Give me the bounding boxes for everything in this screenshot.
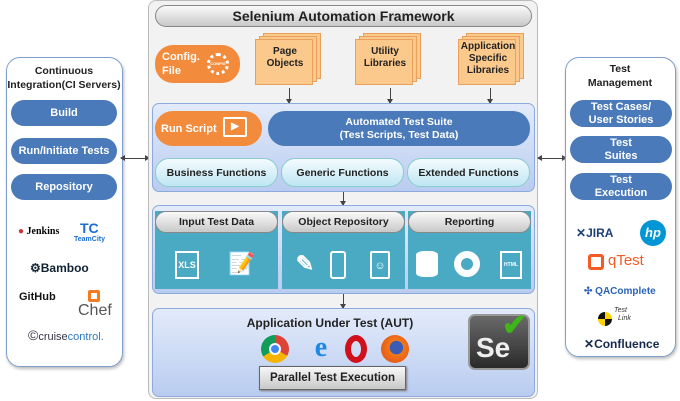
- extended-functions[interactable]: Extended Functions: [407, 158, 530, 187]
- build-button[interactable]: Build: [11, 100, 117, 126]
- jenkins-logo: ● Jenkins: [18, 226, 60, 237]
- aut-title: Application Under Test (AUT): [246, 316, 414, 330]
- control-text: control.: [67, 331, 104, 343]
- cruise-text: cruise: [38, 331, 68, 343]
- address-book-icon: ☺: [370, 251, 390, 279]
- automated-test-suite[interactable]: Automated Test Suite(Test Scripts, Test …: [268, 111, 530, 146]
- test-cases-button[interactable]: Test Cases/User Stories: [570, 100, 672, 127]
- chrome-icon: [261, 335, 289, 363]
- html-file-icon: HTML: [500, 251, 522, 279]
- testlink-icon: [598, 312, 612, 326]
- ci-title-line2: Integration(CI Servers): [7, 79, 121, 91]
- pie-chart-icon: [454, 251, 480, 277]
- database-icon: [416, 251, 438, 277]
- qacomplete-text: QAComplete: [595, 286, 656, 297]
- arrow-down: [487, 88, 493, 104]
- tm-title-line2: Management: [587, 77, 653, 89]
- reporting-section: Reporting HTML: [408, 211, 531, 289]
- teamcity-mark: TC: [80, 220, 99, 236]
- chef-text: Chef: [78, 302, 112, 319]
- tm-title-line1: Test: [609, 63, 631, 75]
- github-logo: GitHub: [19, 291, 56, 303]
- qacomplete-logo: ✣ QAComplete: [584, 286, 656, 297]
- arrow-down: [286, 88, 292, 104]
- jira-logo: ✕JIRA: [576, 226, 614, 240]
- check-icon: ✔: [502, 309, 528, 342]
- object-repository-title: Object Repository: [282, 211, 405, 233]
- bamboo-logo: ⚙Bamboo: [30, 261, 89, 275]
- generic-functions[interactable]: Generic Functions: [281, 158, 404, 187]
- run-tests-button[interactable]: Run/Initiate Tests: [11, 138, 117, 164]
- config-gear-icon: CONFIG: [207, 53, 229, 75]
- run-script-button[interactable]: Run Script ▶: [155, 111, 262, 146]
- config-file[interactable]: Config. File CONFIG: [155, 45, 240, 83]
- qtest-icon: [588, 254, 604, 270]
- internet-explorer-icon: e: [314, 332, 328, 363]
- config-line2: File: [162, 65, 181, 77]
- repository-button[interactable]: Repository: [11, 174, 117, 200]
- arrow-down: [387, 88, 393, 104]
- config-gear-text: CONFIG: [210, 61, 226, 66]
- suite-line2: (Test Scripts, Test Data): [339, 128, 459, 141]
- hp-logo: hp: [640, 220, 666, 246]
- mobile-icon: [330, 251, 346, 279]
- object-repository-section: Object Repository ✎ ☺: [282, 211, 405, 289]
- jenkins-text: Jenkins: [26, 226, 60, 237]
- document-edit-icon: 📝: [228, 251, 256, 276]
- framework-title: Selenium Automation Framework: [155, 5, 532, 27]
- form-edit-icon: ✎: [295, 251, 315, 276]
- input-test-data-title: Input Test Data: [155, 211, 278, 233]
- reporting-title: Reporting: [408, 211, 531, 233]
- input-test-data-section: Input Test Data XLS 📝: [155, 211, 278, 289]
- opera-icon: [345, 335, 367, 363]
- config-line1: Config.: [162, 51, 200, 63]
- video-play-icon: ▶: [223, 117, 247, 137]
- arrow-down: [340, 294, 346, 309]
- business-functions[interactable]: Business Functions: [155, 158, 278, 187]
- tm-connector-arrow: [537, 155, 567, 161]
- selenium-logo: Se ✔: [468, 309, 530, 370]
- teamcity-text: TeamCity: [74, 236, 105, 243]
- selenium-logo-text: Se: [476, 332, 511, 363]
- parallel-test-execution-button[interactable]: Parallel Test Execution: [259, 366, 406, 390]
- confluence-logo: ✕Confluence: [584, 337, 660, 351]
- ci-connector-arrow: [120, 155, 150, 161]
- ci-title-line1: Continuous: [34, 65, 94, 77]
- suite-line1: Automated Test Suite: [345, 115, 453, 128]
- xls-file-icon: XLS: [175, 251, 199, 279]
- confluence-text: Confluence: [594, 337, 660, 351]
- jira-text: JIRA: [586, 226, 614, 240]
- firefox-icon: [381, 335, 409, 363]
- arrow-down: [340, 192, 346, 206]
- run-script-label: Run Script: [161, 122, 217, 135]
- chef-icon: [88, 290, 100, 302]
- cruisecontrol-logo: ©cruisecontrol.: [28, 327, 104, 343]
- bamboo-text: Bamboo: [40, 261, 89, 275]
- qtest-text: qTest: [608, 252, 644, 269]
